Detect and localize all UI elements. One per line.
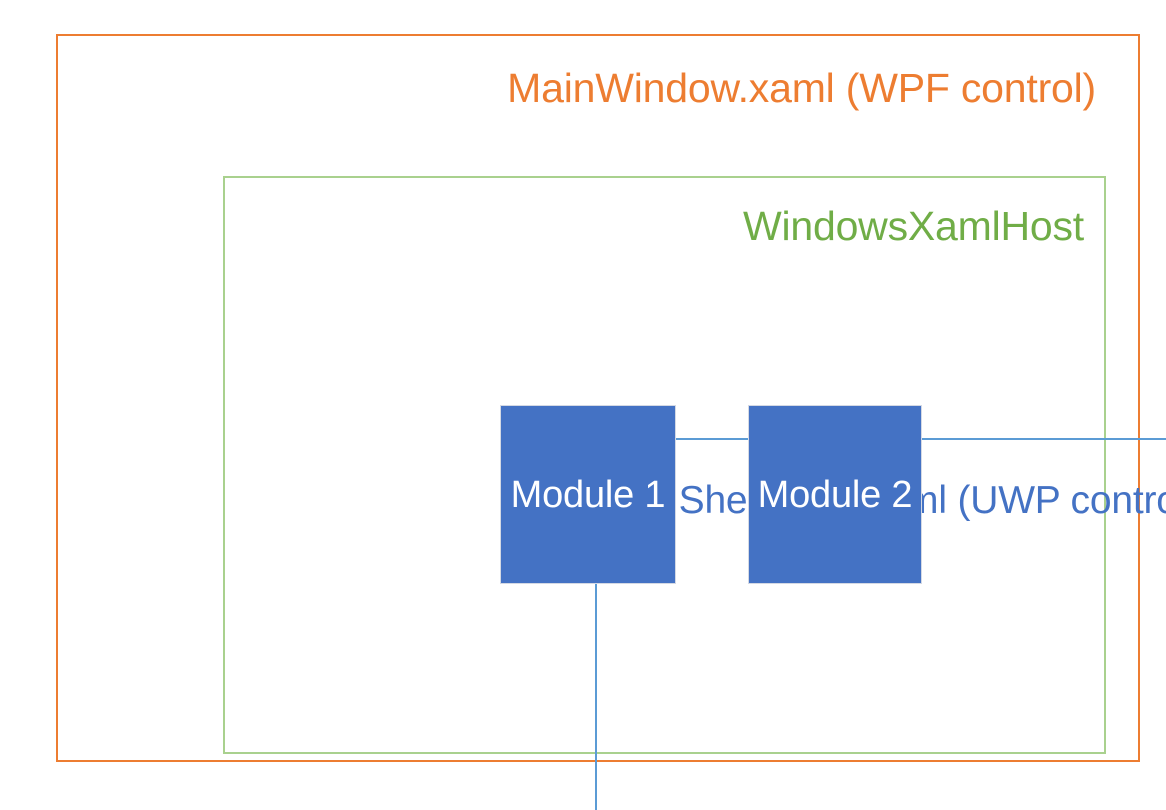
module-1-box[interactable]: Module 1 <box>500 405 676 584</box>
windowsxamlhost-label: WindowsXamlHost <box>742 203 1084 249</box>
module-1-label: Module 1 <box>510 473 666 516</box>
mainwindow-xaml-container: MainWindow.xaml (WPF control) WindowsXam… <box>56 34 1166 810</box>
module-2-box[interactable]: Module 2 <box>748 405 922 584</box>
mainwindow-xaml-label: MainWindow.xaml (WPF control) <box>507 65 1096 111</box>
module-2-label: Module 2 <box>757 473 913 516</box>
